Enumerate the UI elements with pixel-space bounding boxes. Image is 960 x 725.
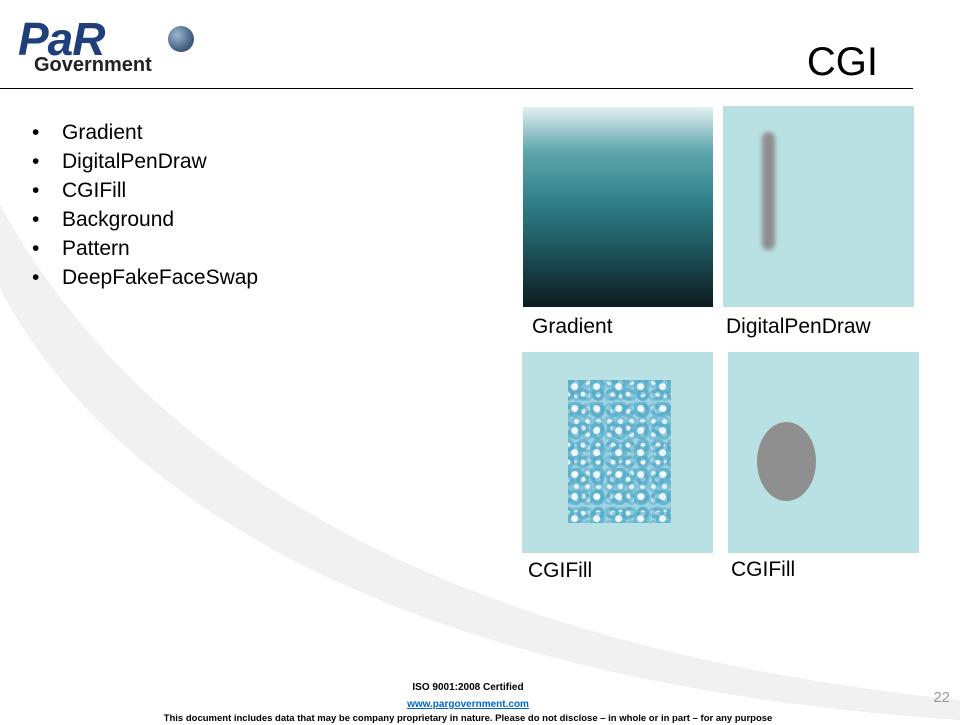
water-droplets-texture [568,380,671,523]
cgi-fill-caption-1: CGIFill [528,559,593,582]
disclaimer: This document includes data that may be … [163,713,773,724]
logo-wordmark: PaR [18,13,105,65]
gray-ellipse [757,422,816,501]
bullet-item: CGIFill [32,176,258,205]
gradient-image [523,107,713,307]
gradient-caption: Gradient [532,315,613,338]
bullet-item: Background [32,205,258,234]
cgi-fill-caption-2: CGIFill [731,558,796,581]
digital-pen-draw-image [723,106,914,307]
iso-certification: ISO 9001:2008 Certified [412,682,524,693]
bullet-item: DigitalPenDraw [32,147,258,176]
logo-subtitle: Government [34,54,152,76]
website-link[interactable]: www.pargovernment.com [407,699,529,710]
cgi-fill-ellipse-image [728,352,919,553]
globe-icon [168,26,194,52]
bullet-item: DeepFakeFaceSwap [32,263,258,292]
company-logo: PaR Government [18,13,198,76]
pen-draw-caption: DigitalPenDraw [726,315,871,338]
footer: ISO 9001:2008 Certified www.pargovernmen… [0,681,936,725]
page-number: 22 [933,689,950,706]
slide-title: CGI [806,40,878,84]
bullet-item: Pattern [32,234,258,263]
pen-stroke [762,132,775,250]
bullet-item: Gradient [32,118,258,147]
title-divider [0,88,913,89]
bullet-list: Gradient DigitalPenDraw CGIFill Backgrou… [32,118,258,292]
cgi-fill-water-image [522,352,713,553]
